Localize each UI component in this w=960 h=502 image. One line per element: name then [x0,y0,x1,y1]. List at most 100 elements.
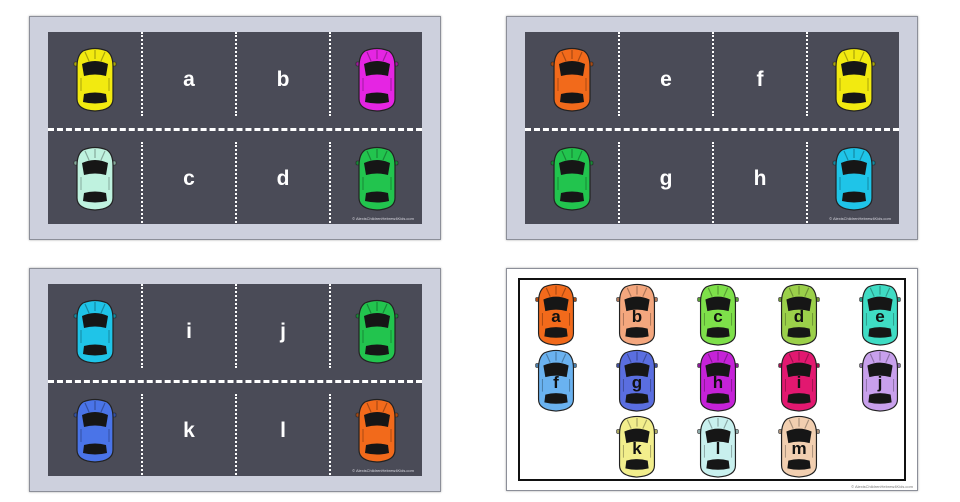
car-piece-letter: m [791,439,807,458]
parking-spot[interactable] [48,131,141,224]
car-icon [697,415,739,478]
car-piece-g[interactable]: g [615,349,659,413]
car-icon[interactable] [550,47,594,113]
car-icon [778,415,820,478]
car-piece-letter: i [796,373,802,392]
spot-letter: i [186,320,192,343]
parking-spot[interactable] [808,131,899,224]
parking-spot[interactable] [48,32,141,128]
parking-card-2: e f g h © AlexisChildrenHebrew4Kids.com [506,16,918,240]
car-piece-e[interactable]: e [858,283,902,347]
car-piece-l[interactable]: l [696,415,740,479]
parking-spot[interactable]: e [620,32,712,128]
car-icon [535,349,577,412]
car-piece-h[interactable]: h [696,349,740,413]
car-piece-f[interactable]: f [534,349,578,413]
car-piece-a[interactable]: a [534,283,578,347]
parking-spot[interactable] [48,284,141,380]
lane-divider [48,380,422,383]
car-icon [616,349,658,412]
car-icon[interactable] [832,146,876,212]
car-piece-d[interactable]: d [777,283,821,347]
sheet-border: a b c d e f g h i j k l m [518,278,906,481]
car-icon [697,349,739,412]
car-icon[interactable] [355,299,399,365]
parking-spot[interactable]: a [143,32,235,128]
car-icon [616,415,658,478]
parking-lot: e f g h © AlexisChildrenHebrew4Kids.com [525,32,899,224]
parking-spot[interactable]: h [714,131,806,224]
parking-lot: i j k l © AlexisChildrenHebrew4Kids.com [48,284,422,476]
parking-card-1: a b c d © AlexisChildrenHebrew4Kids.com [29,16,441,240]
spot-letter: h [753,166,767,190]
spot-letter: g [659,166,673,190]
parking-spot[interactable] [525,131,618,224]
parking-spot[interactable]: k [143,383,235,476]
parking-spot[interactable] [331,131,422,224]
car-piece-letter: h [712,373,724,392]
parking-spot[interactable]: g [620,131,712,224]
car-icon[interactable] [355,146,399,212]
parking-spot[interactable]: c [143,131,235,224]
spot-letter: k [183,418,195,442]
car-piece-letter: g [631,373,643,392]
watermark: © AlexisChildrenHebrew4Kids.com [851,484,913,489]
car-pieces-sheet: a b c d e f g h i j k l m © AlexisChildr… [506,268,918,491]
parking-lot: a b c d © AlexisChildrenHebrew4Kids.com [48,32,422,224]
car-piece-letter: e [875,307,885,326]
car-icon[interactable] [73,299,117,365]
spot-letter: l [280,418,286,442]
car-icon [616,283,658,346]
car-piece-letter: j [877,373,883,392]
spot-letter: e [660,68,672,91]
parking-spot[interactable] [331,32,422,128]
car-icon [859,349,901,412]
car-piece-m[interactable]: m [777,415,821,479]
car-piece-letter: b [631,307,643,326]
car-icon[interactable] [355,398,399,464]
car-piece-letter: k [632,439,642,458]
watermark: © AlexisChildrenHebrew4Kids.com [829,216,891,221]
car-piece-letter: d [793,307,805,326]
spot-letter: j [280,320,286,343]
car-piece-c[interactable]: c [696,283,740,347]
spot-letter: b [276,68,290,91]
parking-spot[interactable]: d [237,131,329,224]
car-piece-i[interactable]: i [777,349,821,413]
spot-letter: f [756,68,764,91]
car-piece-letter: l [715,439,721,458]
car-piece-letter: f [553,373,559,392]
car-piece-b[interactable]: b [615,283,659,347]
watermark: © AlexisChildrenHebrew4Kids.com [352,468,414,473]
car-piece-j[interactable]: j [858,349,902,413]
car-icon [778,349,820,412]
car-icon [535,283,577,346]
parking-spot[interactable] [331,284,422,380]
parking-spot[interactable]: f [714,32,806,128]
car-icon [859,283,901,346]
car-piece-letter: a [551,307,561,326]
parking-spot[interactable] [331,383,422,476]
watermark: © AlexisChildrenHebrew4Kids.com [352,216,414,221]
car-icon[interactable] [73,146,117,212]
car-icon[interactable] [355,47,399,113]
car-icon[interactable] [550,146,594,212]
parking-spot[interactable]: b [237,32,329,128]
parking-spot[interactable]: i [143,284,235,380]
parking-spot[interactable]: l [237,383,329,476]
car-icon[interactable] [73,47,117,113]
parking-spot[interactable] [48,383,141,476]
car-icon[interactable] [73,398,117,464]
lane-divider [48,128,422,131]
spot-letter: d [276,166,290,190]
parking-card-3: i j k l © AlexisChildrenHebrew4Kids.com [29,268,441,492]
car-icon [778,283,820,346]
car-piece-letter: c [713,307,723,326]
car-piece-k[interactable]: k [615,415,659,479]
parking-spot[interactable] [525,32,618,128]
parking-spot[interactable]: j [237,284,329,380]
car-icon [697,283,739,346]
parking-spot[interactable] [808,32,899,128]
lane-divider [525,128,899,131]
car-icon[interactable] [832,47,876,113]
